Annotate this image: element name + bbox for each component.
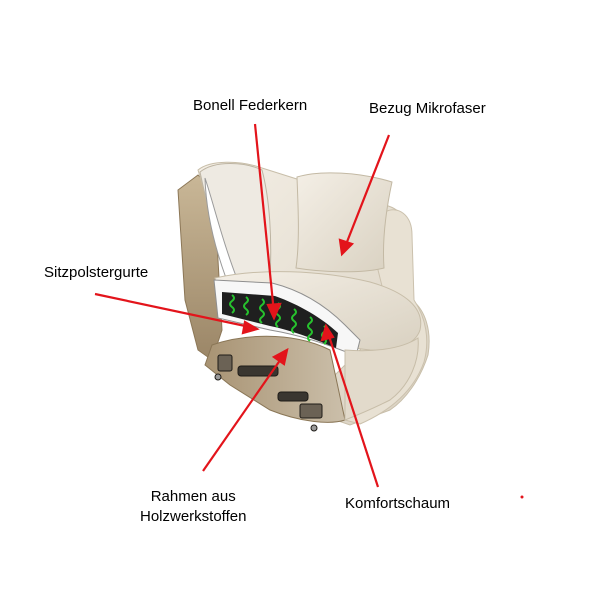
- label-comfort-foam: Komfortschaum: [345, 495, 451, 512]
- wooden-frame: [204, 335, 346, 423]
- label-microfiber-cover: Bezug Mikrofaser: [369, 100, 486, 117]
- arrow-sitz: [94, 292, 251, 329]
- base-mechanism: [214, 354, 323, 432]
- label-frame-line2: Holzwerkstoffen: [140, 508, 247, 525]
- arrow-rahmen: [202, 355, 284, 472]
- arrow-bonell: [253, 123, 276, 314]
- label-frame-line1: Rahmen aus: [150, 488, 236, 505]
- arrow-komfort: [326, 332, 380, 488]
- label-bonell-spring: Bonell Federkern: [193, 97, 308, 114]
- annotation-arrows: [94, 123, 391, 488]
- label-frame: Rahmen aus Holzwerkstoffen: [140, 487, 246, 527]
- arrow-bezug: [343, 134, 391, 248]
- seat-base: [344, 337, 419, 421]
- label-seat-webbing: Sitzpolstergurte: [44, 264, 149, 281]
- stray-mark: [520, 495, 524, 499]
- throw-pillow: [295, 172, 393, 273]
